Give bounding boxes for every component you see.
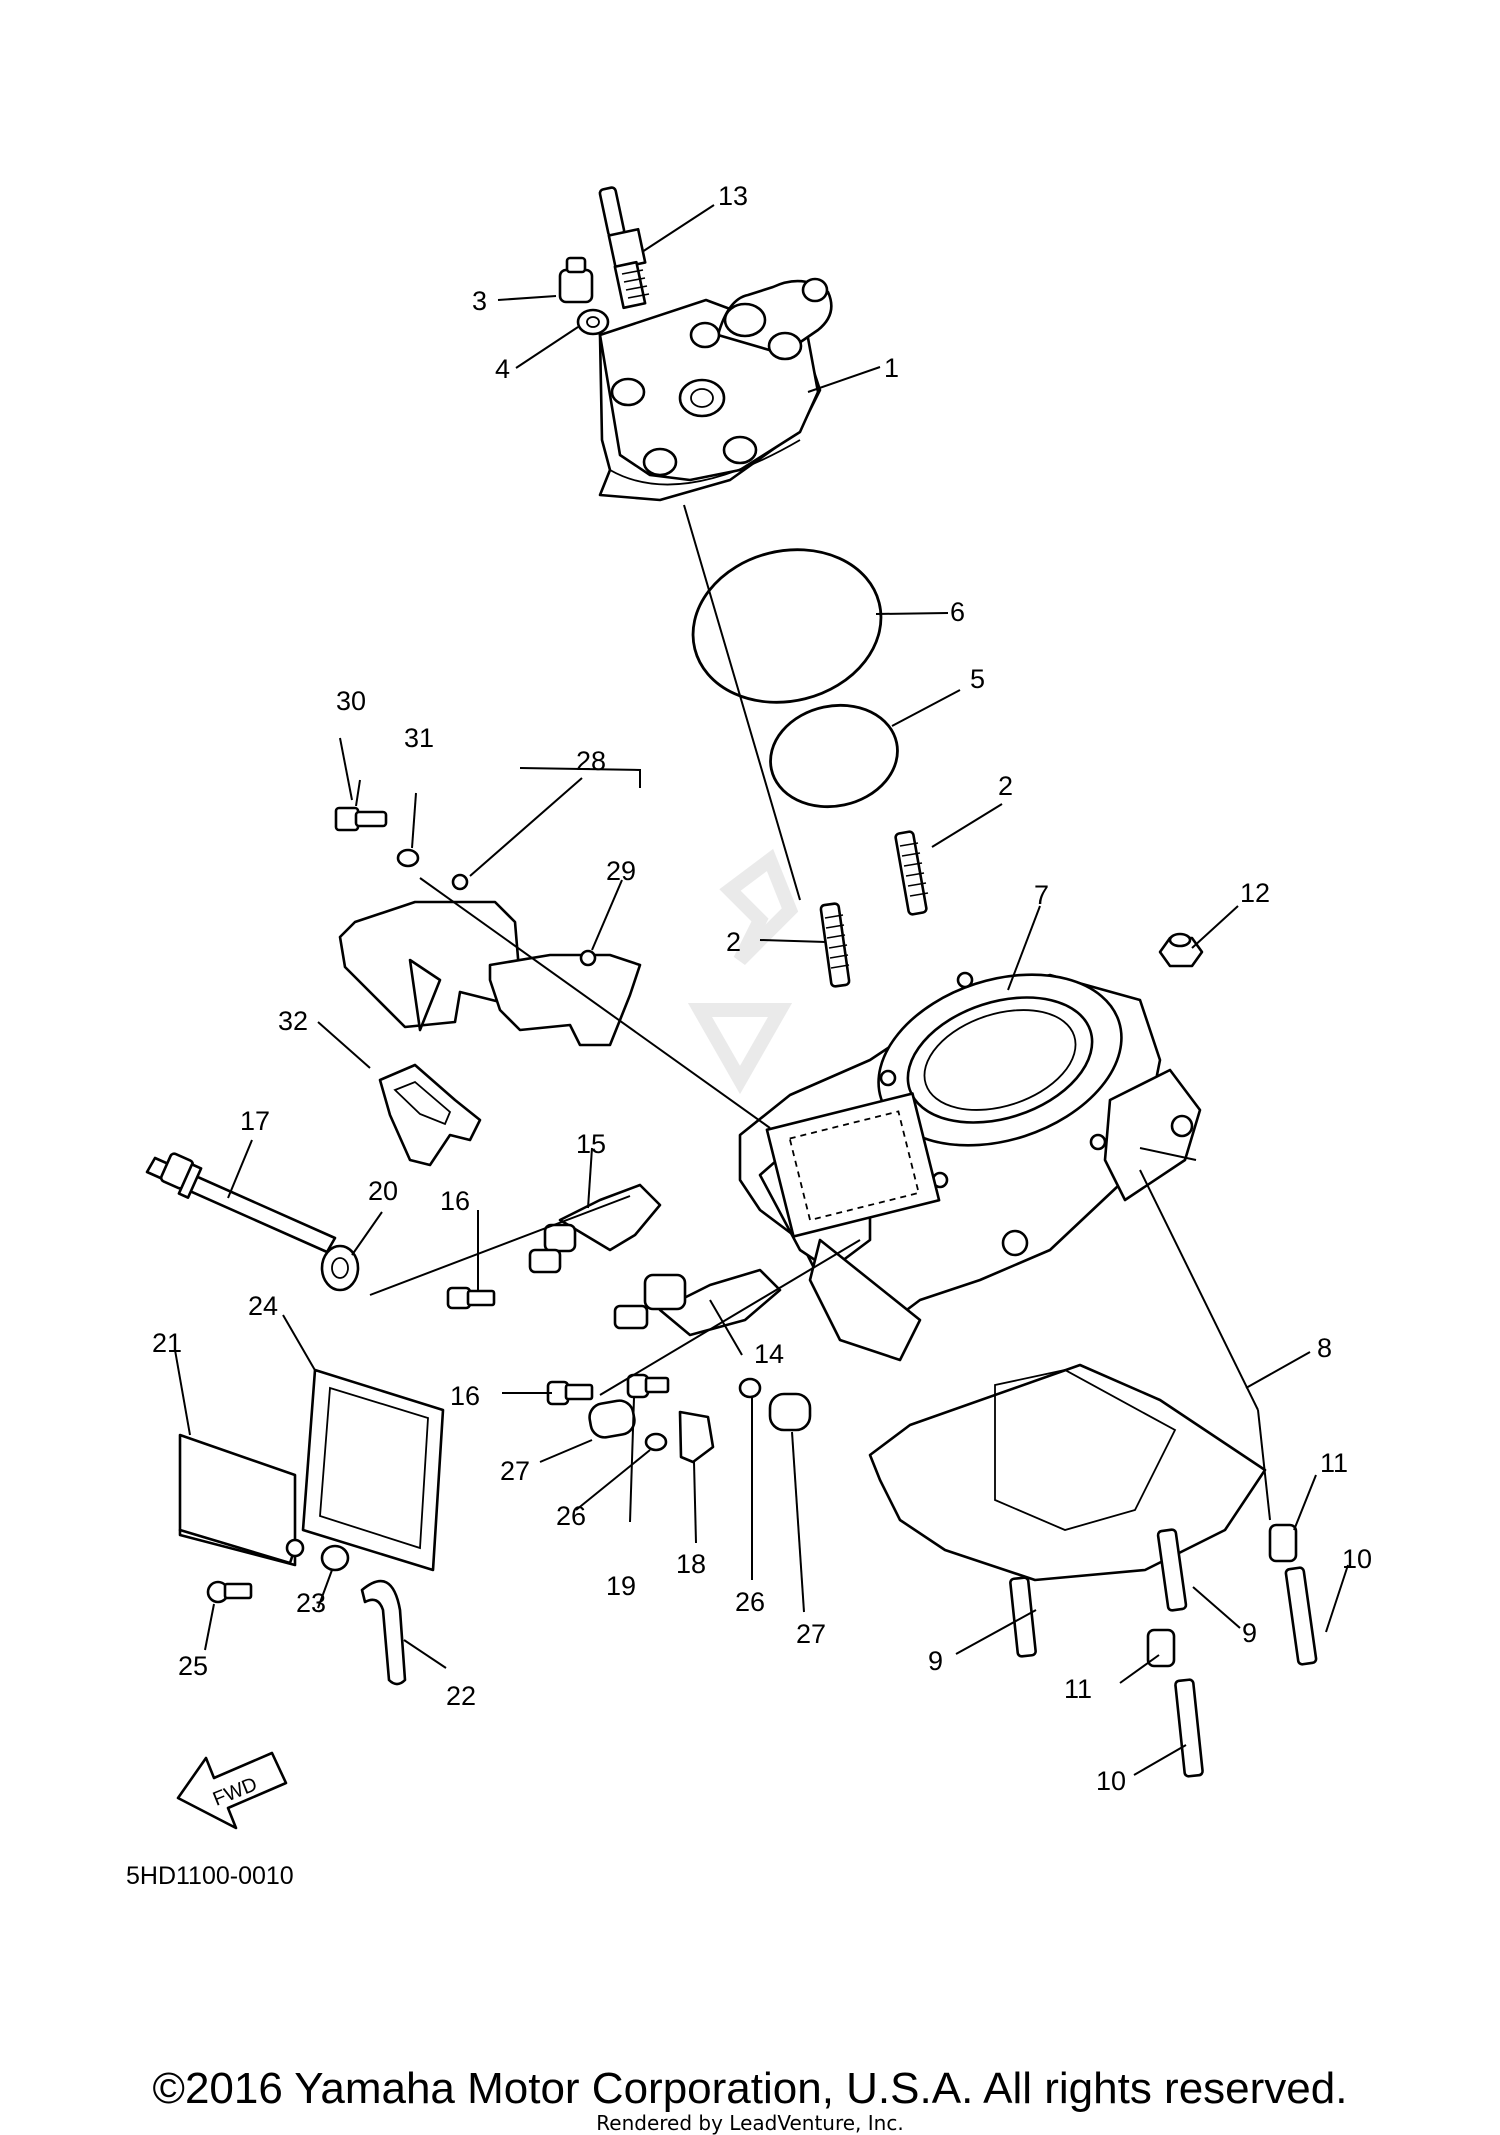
cover-gasket <box>301 1368 445 1572</box>
gasket-inner <box>488 949 642 1047</box>
callout-5: 5 <box>970 664 985 694</box>
gasket-outer <box>338 873 522 1032</box>
callout-26-right: 26 <box>735 1587 765 1617</box>
stud-bolt-upper-left <box>819 902 851 988</box>
callout-21: 21 <box>152 1328 182 1358</box>
callout-14: 14 <box>754 1339 784 1369</box>
cylinder-body <box>738 971 1202 1362</box>
callout-20: 20 <box>368 1176 398 1206</box>
fwd-arrow-icon: FWD <box>176 1751 288 1830</box>
callout-1: 1 <box>884 353 899 383</box>
callout-2-right: 2 <box>998 771 1013 801</box>
head-nut <box>558 256 594 304</box>
callout-22: 22 <box>446 1681 476 1711</box>
spark-plug <box>598 186 650 310</box>
stud-10-left <box>1174 1678 1204 1778</box>
nut-11-right <box>1268 1523 1298 1563</box>
callout-17: 17 <box>240 1106 270 1136</box>
o-ring-large <box>691 548 883 704</box>
cylinder-nut <box>1158 932 1204 968</box>
callout-9-left: 9 <box>928 1646 943 1676</box>
callout-7: 7 <box>1034 880 1049 910</box>
rubber-seal <box>378 1063 482 1167</box>
callout-25: 25 <box>178 1651 208 1681</box>
callout-27-left: 27 <box>500 1456 530 1486</box>
callout-28: 28 <box>576 746 606 776</box>
exhaust-valve-assy-lower <box>613 1268 782 1337</box>
callout-29: 29 <box>606 856 636 886</box>
callout-2-left: 2 <box>726 927 741 957</box>
copyright-notice: ©2016 Yamaha Motor Corporation, U.S.A. A… <box>152 2064 1348 2113</box>
cylinder-base-gasket <box>868 1363 1267 1582</box>
clip-left <box>644 1432 668 1452</box>
callout-6: 6 <box>950 597 965 627</box>
lever-bracket <box>678 1410 715 1464</box>
callout-11-right: 11 <box>1320 1448 1348 1478</box>
breather-hose <box>360 1579 407 1686</box>
callout-16-lower: 16 <box>450 1381 480 1411</box>
callout-26-left: 26 <box>556 1501 586 1531</box>
collar-right <box>768 1392 812 1432</box>
callout-30: 30 <box>336 686 366 716</box>
callout-16-upper: 16 <box>440 1186 470 1216</box>
o-ring-small <box>769 703 899 809</box>
stud-bolt-upper-right <box>894 830 929 916</box>
callout-31: 31 <box>404 723 434 753</box>
clip-right <box>738 1377 762 1399</box>
bolt-19 <box>626 1373 670 1399</box>
callout-11-left: 11 <box>1064 1674 1092 1704</box>
callout-4: 4 <box>495 354 510 384</box>
callout-10-left: 10 <box>1096 1766 1126 1796</box>
cylinder-head <box>598 277 833 502</box>
screw-lower <box>546 1380 594 1406</box>
spring-washer <box>396 848 420 868</box>
valve-shaft <box>145 1152 337 1254</box>
collar-left <box>588 1399 636 1439</box>
callout-12: 12 <box>1240 878 1270 908</box>
callout-27-right: 27 <box>796 1619 826 1649</box>
diagram-code: 5HD1100-0010 <box>126 1862 294 1890</box>
callout-9-right: 9 <box>1242 1618 1257 1648</box>
callout-8: 8 <box>1317 1333 1332 1363</box>
rendered-by-notice: Rendered by LeadVenture, Inc. <box>596 2111 904 2135</box>
screw-upper <box>446 1286 496 1310</box>
shaft-bushing <box>320 1244 360 1292</box>
flange-bolt <box>334 806 388 832</box>
callout-23: 23 <box>296 1588 326 1618</box>
exhaust-valve-assy-upper <box>528 1183 662 1274</box>
callout-15: 15 <box>576 1129 606 1159</box>
cover-bolt <box>206 1580 253 1604</box>
leadventure-watermark <box>687 848 799 1095</box>
callout-3: 3 <box>472 286 487 316</box>
callout-19: 19 <box>606 1571 636 1601</box>
callout-13: 13 <box>718 181 748 211</box>
callout-32: 32 <box>278 1006 308 1036</box>
callout-18: 18 <box>676 1549 706 1579</box>
leader-lines <box>174 204 1349 1776</box>
stud-9-right <box>1156 1528 1188 1612</box>
hose-clip <box>320 1544 350 1572</box>
callout-24: 24 <box>248 1291 278 1321</box>
stud-10-right <box>1284 1566 1318 1666</box>
callout-10-right: 10 <box>1342 1544 1372 1574</box>
washer <box>576 308 610 336</box>
valve-cover <box>178 1433 305 1567</box>
callout-numbers: 13 3 4 1 6 5 2 30 31 28 29 2 7 12 32 17 … <box>152 181 1372 1796</box>
